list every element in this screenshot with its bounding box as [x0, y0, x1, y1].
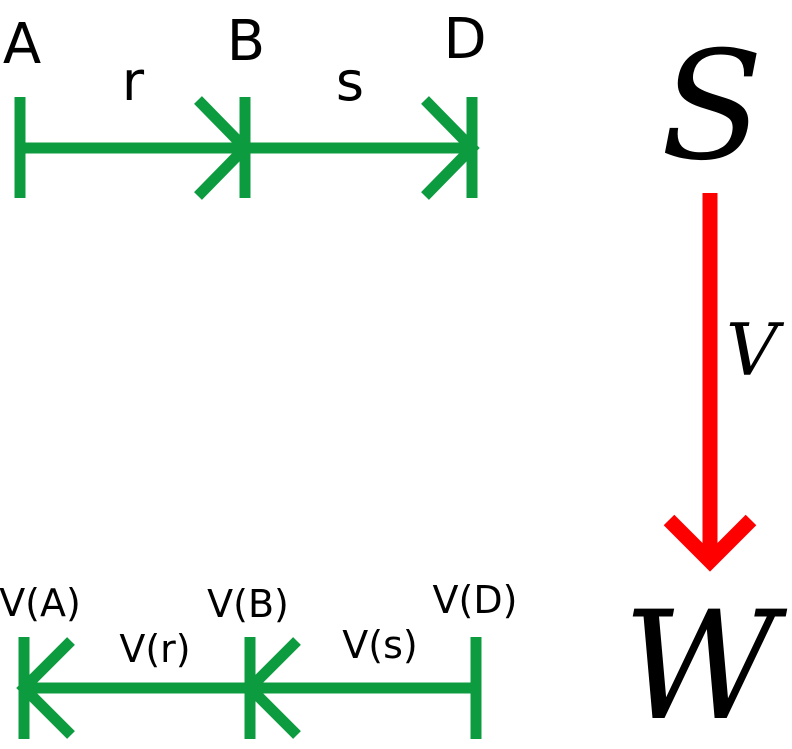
morphism-vr-label: V(r) [119, 627, 190, 671]
functor-arrow [663, 193, 757, 572]
morphism-s-label: s [336, 50, 364, 113]
category-s-label: S [661, 20, 764, 194]
object-va-label: V(A) [0, 581, 81, 625]
morphism-vs-label: V(s) [342, 623, 417, 667]
object-vd-label: V(D) [433, 578, 518, 622]
object-vb-label: V(B) [207, 582, 289, 626]
object-a-label: A [3, 12, 41, 77]
functor-label: V [726, 308, 785, 392]
top-row [14, 96, 480, 200]
arrow-s-head [421, 96, 480, 200]
functor-arrow-head [663, 514, 757, 572]
morphism-r-label: r [122, 50, 145, 113]
category-w-label: W [623, 580, 788, 749]
bottom-row [16, 637, 482, 739]
object-b-label: B [227, 9, 265, 74]
object-d-label: D [443, 7, 486, 72]
